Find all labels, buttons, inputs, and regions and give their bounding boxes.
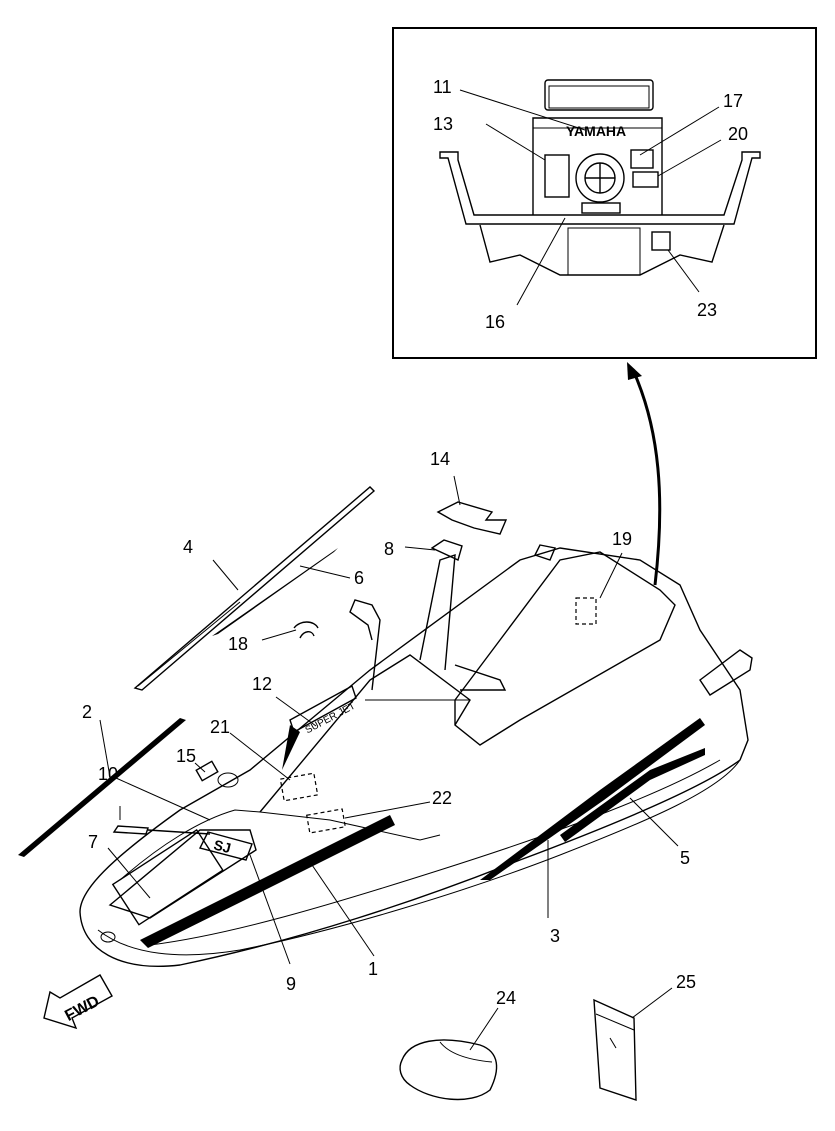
callout-13: 13	[433, 114, 453, 134]
callout-6: 6	[354, 568, 364, 588]
callout-5: 5	[680, 848, 690, 868]
callout-25: 25	[676, 972, 696, 992]
rear-view-inset: YAMAHA 11 13 17 20 16 23	[392, 27, 817, 359]
callout-24: 24	[496, 988, 516, 1008]
reference-arrow	[627, 362, 662, 586]
callout-1: 1	[368, 959, 378, 979]
leader-lines	[99, 475, 679, 1051]
decal-12: SUPER JET	[282, 684, 357, 770]
decal-8	[430, 539, 463, 561]
decal-9: SJ	[198, 831, 253, 861]
callout-2: 2	[82, 702, 92, 722]
callout-19: 19	[612, 529, 632, 549]
callout-14: 14	[430, 449, 450, 469]
callout-16: 16	[485, 312, 505, 332]
callout-18: 18	[228, 634, 248, 654]
callout-11: 11	[433, 77, 452, 97]
decal-19	[575, 597, 597, 625]
callout-20: 20	[728, 124, 748, 144]
decal-6	[212, 548, 338, 636]
callout-21: 21	[210, 717, 230, 737]
inset-brand-text: YAMAHA	[566, 123, 626, 139]
decal-22	[306, 808, 346, 834]
svg-text:FWD: FWD	[62, 993, 102, 1025]
callout-8: 8	[384, 539, 394, 559]
decal-15	[195, 760, 219, 782]
callout-3: 3	[550, 926, 560, 946]
decal-14	[436, 501, 508, 535]
callout-9: 9	[286, 974, 296, 994]
callout-15: 15	[176, 746, 196, 766]
fwd-arrow: FWD	[43, 974, 113, 1030]
part-24-cover	[399, 1039, 498, 1101]
callout-10: 10	[98, 764, 118, 784]
callout-4: 4	[183, 537, 193, 557]
callout-23: 23	[697, 300, 717, 320]
callout-17: 17	[723, 91, 743, 111]
decal-10	[112, 825, 211, 835]
callouts: 4 6 8 14 19 18 12 21 15 2 10 7 22 9 1 3 …	[82, 449, 696, 1008]
part-25-pouch	[593, 998, 637, 1101]
callout-7: 7	[88, 832, 98, 852]
svg-text:SJ: SJ	[212, 837, 232, 857]
decal-4	[133, 486, 376, 691]
decal-2	[18, 718, 186, 857]
decal-18	[293, 621, 319, 639]
callout-12: 12	[252, 674, 272, 694]
callout-22: 22	[432, 788, 452, 808]
decal-21	[279, 772, 319, 802]
